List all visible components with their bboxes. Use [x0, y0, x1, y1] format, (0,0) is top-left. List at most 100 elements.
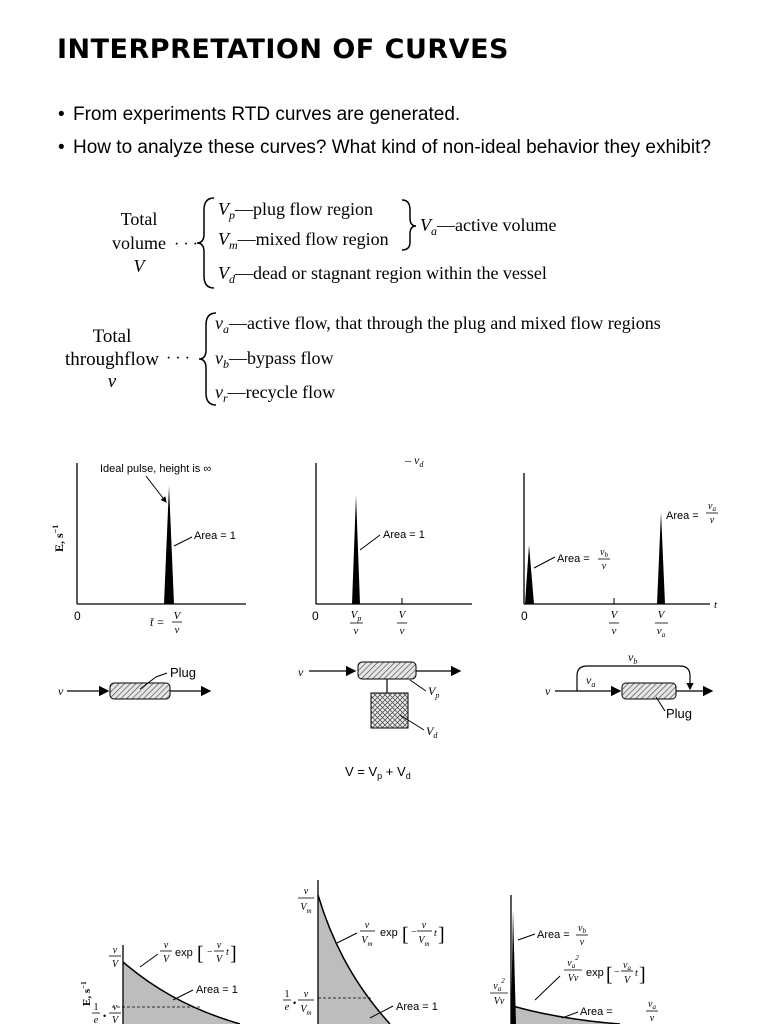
pointer-line — [172, 989, 194, 1001]
frac-den: Vm — [418, 935, 429, 948]
frac-den: V — [624, 975, 632, 986]
active-spike — [657, 512, 665, 604]
frac-num: 1 — [94, 1002, 99, 1013]
decay-curve — [122, 961, 241, 1024]
minus: − — [614, 967, 620, 978]
slide-title: INTERPRETATION OF CURVES — [57, 34, 509, 65]
volume-item-dead: Vd—dead or stagnant region within the ve… — [218, 263, 547, 286]
exp-label: exp — [586, 967, 604, 979]
frac-den: Vm — [300, 902, 311, 915]
frac-num: va — [648, 999, 656, 1011]
top-fragment: – vd — [404, 453, 424, 469]
frac-den: V — [163, 954, 171, 965]
plug-reactor — [109, 682, 171, 700]
bracket: ] — [639, 964, 646, 986]
plug-label: Plug — [170, 665, 196, 680]
vp-label: Vp — [428, 684, 439, 700]
flow-item-bypass: vb—bypass flow — [215, 348, 334, 371]
minus: − — [411, 927, 417, 938]
bullet-dot: • — [58, 104, 65, 125]
frac-den: va — [657, 625, 666, 639]
rtd-plot-bypass: t Area = vb v Area = va v 0 V v V va — [521, 473, 718, 639]
area-fill — [123, 962, 240, 1024]
rtd-figures: E, s−1 Ideal pulse, height is ∞ Area = 1… — [51, 453, 718, 1024]
pointer-line — [359, 534, 381, 551]
frac-num: V — [611, 609, 619, 621]
frac-num: vb — [600, 547, 608, 559]
area-label: Area = — [666, 510, 699, 522]
frac-den: v — [175, 624, 180, 636]
plug-flow-diagram: v Plug — [58, 665, 212, 700]
frac-den: v — [580, 937, 585, 948]
origin-label: 0 — [521, 609, 528, 623]
bypass-spike — [525, 545, 534, 604]
frac-num: v — [113, 1002, 118, 1013]
plug-label: Plug — [666, 706, 692, 721]
flow-label: v — [545, 684, 551, 698]
exp-label: exp — [175, 947, 193, 959]
t-label: t — [226, 947, 229, 958]
frac-num: v — [164, 940, 169, 951]
frac-num: V — [399, 609, 407, 621]
flow-item-recycle: vr—recycle flow — [215, 382, 335, 405]
t-bar-label: t̄ = — [150, 615, 164, 629]
volume-caption: V = Vp + Vd — [345, 764, 411, 781]
frac-num: vb — [578, 923, 586, 935]
area-label: Area = — [557, 553, 590, 565]
pointer-line — [336, 932, 358, 944]
y-axis-label: E, s−1 — [80, 981, 93, 1006]
bracket: [ — [402, 924, 409, 946]
pointer-line — [369, 1005, 394, 1019]
area-fill — [318, 895, 390, 1024]
flow-label: v — [298, 665, 304, 679]
area-label: Area = 1 — [194, 530, 236, 542]
bracket: [ — [197, 943, 204, 965]
frac-den: V — [216, 954, 224, 965]
exp-label: exp — [380, 927, 398, 939]
frac-den: v — [650, 1013, 655, 1024]
frac-num: V — [174, 610, 182, 622]
bypass-spike — [511, 910, 516, 1024]
left-brace — [198, 312, 217, 406]
frac-den: Vm — [361, 935, 372, 948]
dots: · · · — [166, 350, 190, 367]
va-label: va — [586, 673, 595, 689]
pointer-line — [533, 556, 556, 569]
bullet-text: From experiments RTD curves are generate… — [73, 104, 461, 125]
frac-den: v — [602, 561, 607, 572]
bullet-text: How to analyze these curves? What kind o… — [73, 137, 711, 158]
plug-dead-diagram: v Vp Vd — [298, 661, 462, 740]
rtd-plot-mixed-dead: v Vm 1 e • v Vm v Vm exp [ − v Vm t ] Ar… — [283, 880, 445, 1024]
frac-num: va — [623, 960, 631, 972]
frac-den: e — [285, 1002, 290, 1013]
dot: • — [293, 998, 296, 1008]
frac-num: v — [304, 989, 309, 1000]
frac-num: va2 — [493, 977, 505, 993]
pointer-line — [409, 679, 427, 692]
plug-reactor — [621, 682, 677, 700]
area-label: Area = — [537, 929, 570, 941]
flow-label: v — [58, 684, 64, 698]
frac-num: va2 — [567, 954, 579, 970]
frac-num: v — [365, 920, 370, 931]
pulse-spike — [164, 486, 174, 604]
bullet-item: • From experiments RTD curves are genera… — [58, 103, 748, 127]
decay-curve — [512, 1005, 621, 1024]
bullet-dot: • — [58, 137, 65, 158]
volume-item-plug: Vp—plug flow region — [218, 199, 373, 222]
area-fill — [513, 1006, 620, 1024]
flow-item-active: va—active flow, that through the plug an… — [215, 313, 661, 336]
area-label: Area = 1 — [196, 984, 238, 996]
pointer-line — [139, 953, 159, 968]
pointer-line — [517, 933, 536, 941]
frac-den: V — [112, 959, 120, 970]
frac-den: v — [354, 625, 359, 637]
y-axis-label: E, s−1 — [51, 525, 66, 552]
bracket: ] — [438, 924, 445, 946]
origin-label: 0 — [74, 609, 81, 623]
pointer-line — [655, 696, 666, 712]
area-label: Area = 1 — [396, 1001, 438, 1013]
pointer-line — [173, 536, 193, 547]
rtd-plot-mixed: E, s−1 v V 1 e • v V v V exp [ − v V t ]… — [80, 940, 241, 1024]
plug-reactor — [357, 661, 417, 680]
